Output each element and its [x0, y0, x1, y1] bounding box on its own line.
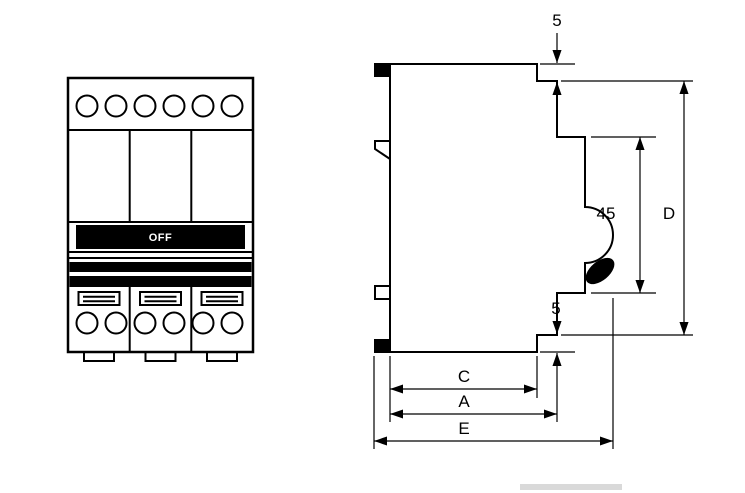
dim-bottom-step: 5 — [551, 299, 562, 422]
side-toggle-knob[interactable] — [581, 253, 619, 289]
terminal-cover — [77, 291, 121, 306]
front-housing-outline — [66, 76, 255, 354]
dim-front-height: 45 — [597, 137, 645, 293]
stripe-bar — [69, 262, 252, 272]
pole-separators — [128, 130, 193, 352]
terminal-screw-icon — [191, 311, 215, 335]
front-view: OFF — [66, 76, 255, 362]
dim-label-bottom-step: 5 — [551, 299, 560, 318]
terminal-cover — [200, 291, 244, 306]
side-view — [374, 63, 619, 353]
toggle-handle[interactable] — [76, 225, 245, 249]
terminal-covers — [77, 291, 244, 306]
terminal-screw-icon — [220, 311, 244, 335]
toggle-off-label: OFF — [149, 232, 173, 244]
terminal-screw-icon — [75, 94, 99, 118]
top-terminal-screws — [75, 94, 244, 118]
dim-overall-height: D — [663, 81, 689, 335]
dim-label-depth-c: C — [458, 367, 470, 386]
bottom-terminal-screws — [75, 311, 244, 335]
terminal-screw-icon — [104, 311, 128, 335]
mounting-tab — [206, 351, 238, 362]
terminal-cover — [139, 291, 182, 306]
dim-depth-c: C — [390, 367, 537, 394]
stripe-bar — [69, 276, 252, 287]
dimensions: 5 D 45 5 C A E — [373, 11, 693, 449]
mounting-tab — [144, 351, 177, 362]
din-hook-lower — [374, 285, 390, 300]
dim-top-step: 5 — [552, 11, 562, 108]
terminal-screw-icon — [75, 311, 99, 335]
dim-depth-a: A — [390, 392, 557, 419]
stripe-band — [68, 257, 253, 287]
terminal-screw-icon — [220, 94, 244, 118]
din-clip-top — [374, 63, 390, 77]
terminal-screw-icon — [162, 311, 186, 335]
terminal-screw-icon — [104, 94, 128, 118]
bottom-tabs — [83, 351, 238, 362]
dim-label-top-step: 5 — [552, 11, 561, 30]
din-clip-bottom — [374, 339, 390, 353]
mounting-tab — [83, 351, 115, 362]
toggle-switch[interactable]: OFF — [68, 221, 253, 253]
dim-overall-depth: E — [374, 419, 613, 446]
side-profile-outline — [389, 63, 614, 353]
dim-label-depth-a: A — [458, 392, 470, 411]
horizontal-scrollbar-thumb[interactable] — [520, 484, 622, 490]
dim-label-overall-height: D — [663, 204, 675, 223]
terminal-screw-icon — [162, 94, 186, 118]
din-hook-upper — [374, 140, 391, 160]
dim-label-front-height: 45 — [597, 204, 616, 223]
terminal-screw-icon — [133, 311, 157, 335]
terminal-screw-icon — [133, 94, 157, 118]
dim-label-overall-depth: E — [458, 419, 469, 438]
terminal-screw-icon — [191, 94, 215, 118]
